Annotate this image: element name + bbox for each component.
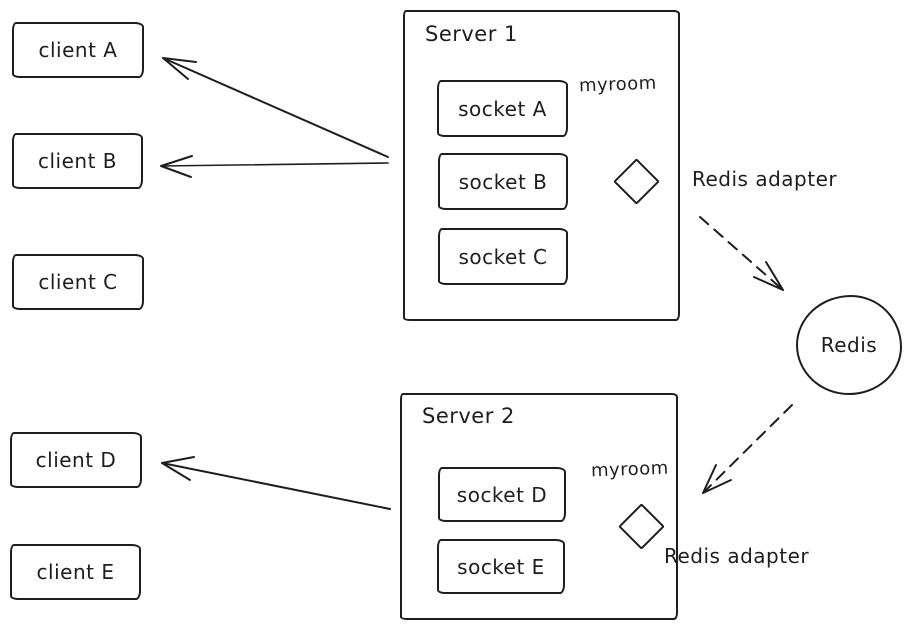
socket-c-label: socket C [458,244,548,269]
arrow-server1-to-client-b-head [160,155,193,178]
client-d-label: client D [35,448,117,472]
arrow-server1-to-client-b [160,162,389,167]
client-d-node: client D [10,432,142,488]
client-b-node: client B [12,133,143,189]
dashed-arrow-redis-to-server2-head [702,464,732,494]
server2-room-label: myroom [590,457,670,482]
arrow-server2-to-client-d-head [161,456,195,481]
client-a-node: client A [12,22,144,78]
server1-socket-a-node: socket A [437,80,568,137]
dashed-arrow-server1-to-redis [699,216,784,291]
arrow-server2-to-client-d [161,462,391,510]
client-c-label: client C [38,270,118,294]
server1-label: Server 1 [425,22,518,46]
client-e-node: client E [10,544,141,600]
redis-node: Redis [796,295,902,395]
server2-adapter-label: Redis adapter [664,544,810,568]
server1-adapter-label: Redis adapter [692,167,838,191]
server2-socket-e-node: socket E [437,539,565,594]
socket-d-label: socket D [456,482,548,507]
dashed-arrow-redis-to-server2 [702,404,793,494]
arrow-server1-to-client-a-head [162,57,197,80]
client-c-node: client C [12,254,144,310]
client-a-label: client A [38,38,118,62]
socket-a-label: socket A [458,96,547,121]
arrow-server1-to-client-a [162,57,389,158]
socket-e-label: socket E [457,554,545,579]
client-b-label: client B [37,149,117,173]
socket-b-label: socket B [458,169,548,194]
server1-socket-b-node: socket B [438,153,568,210]
dashed-arrow-server1-to-redis-head [753,261,784,291]
server1-socket-c-node: socket C [438,228,568,285]
server1-room-label: myroom [578,72,658,97]
server2-socket-d-node: socket D [438,467,566,522]
client-e-label: client E [36,560,115,584]
server2-label: Server 2 [422,404,515,428]
redis-label: Redis [820,333,878,357]
